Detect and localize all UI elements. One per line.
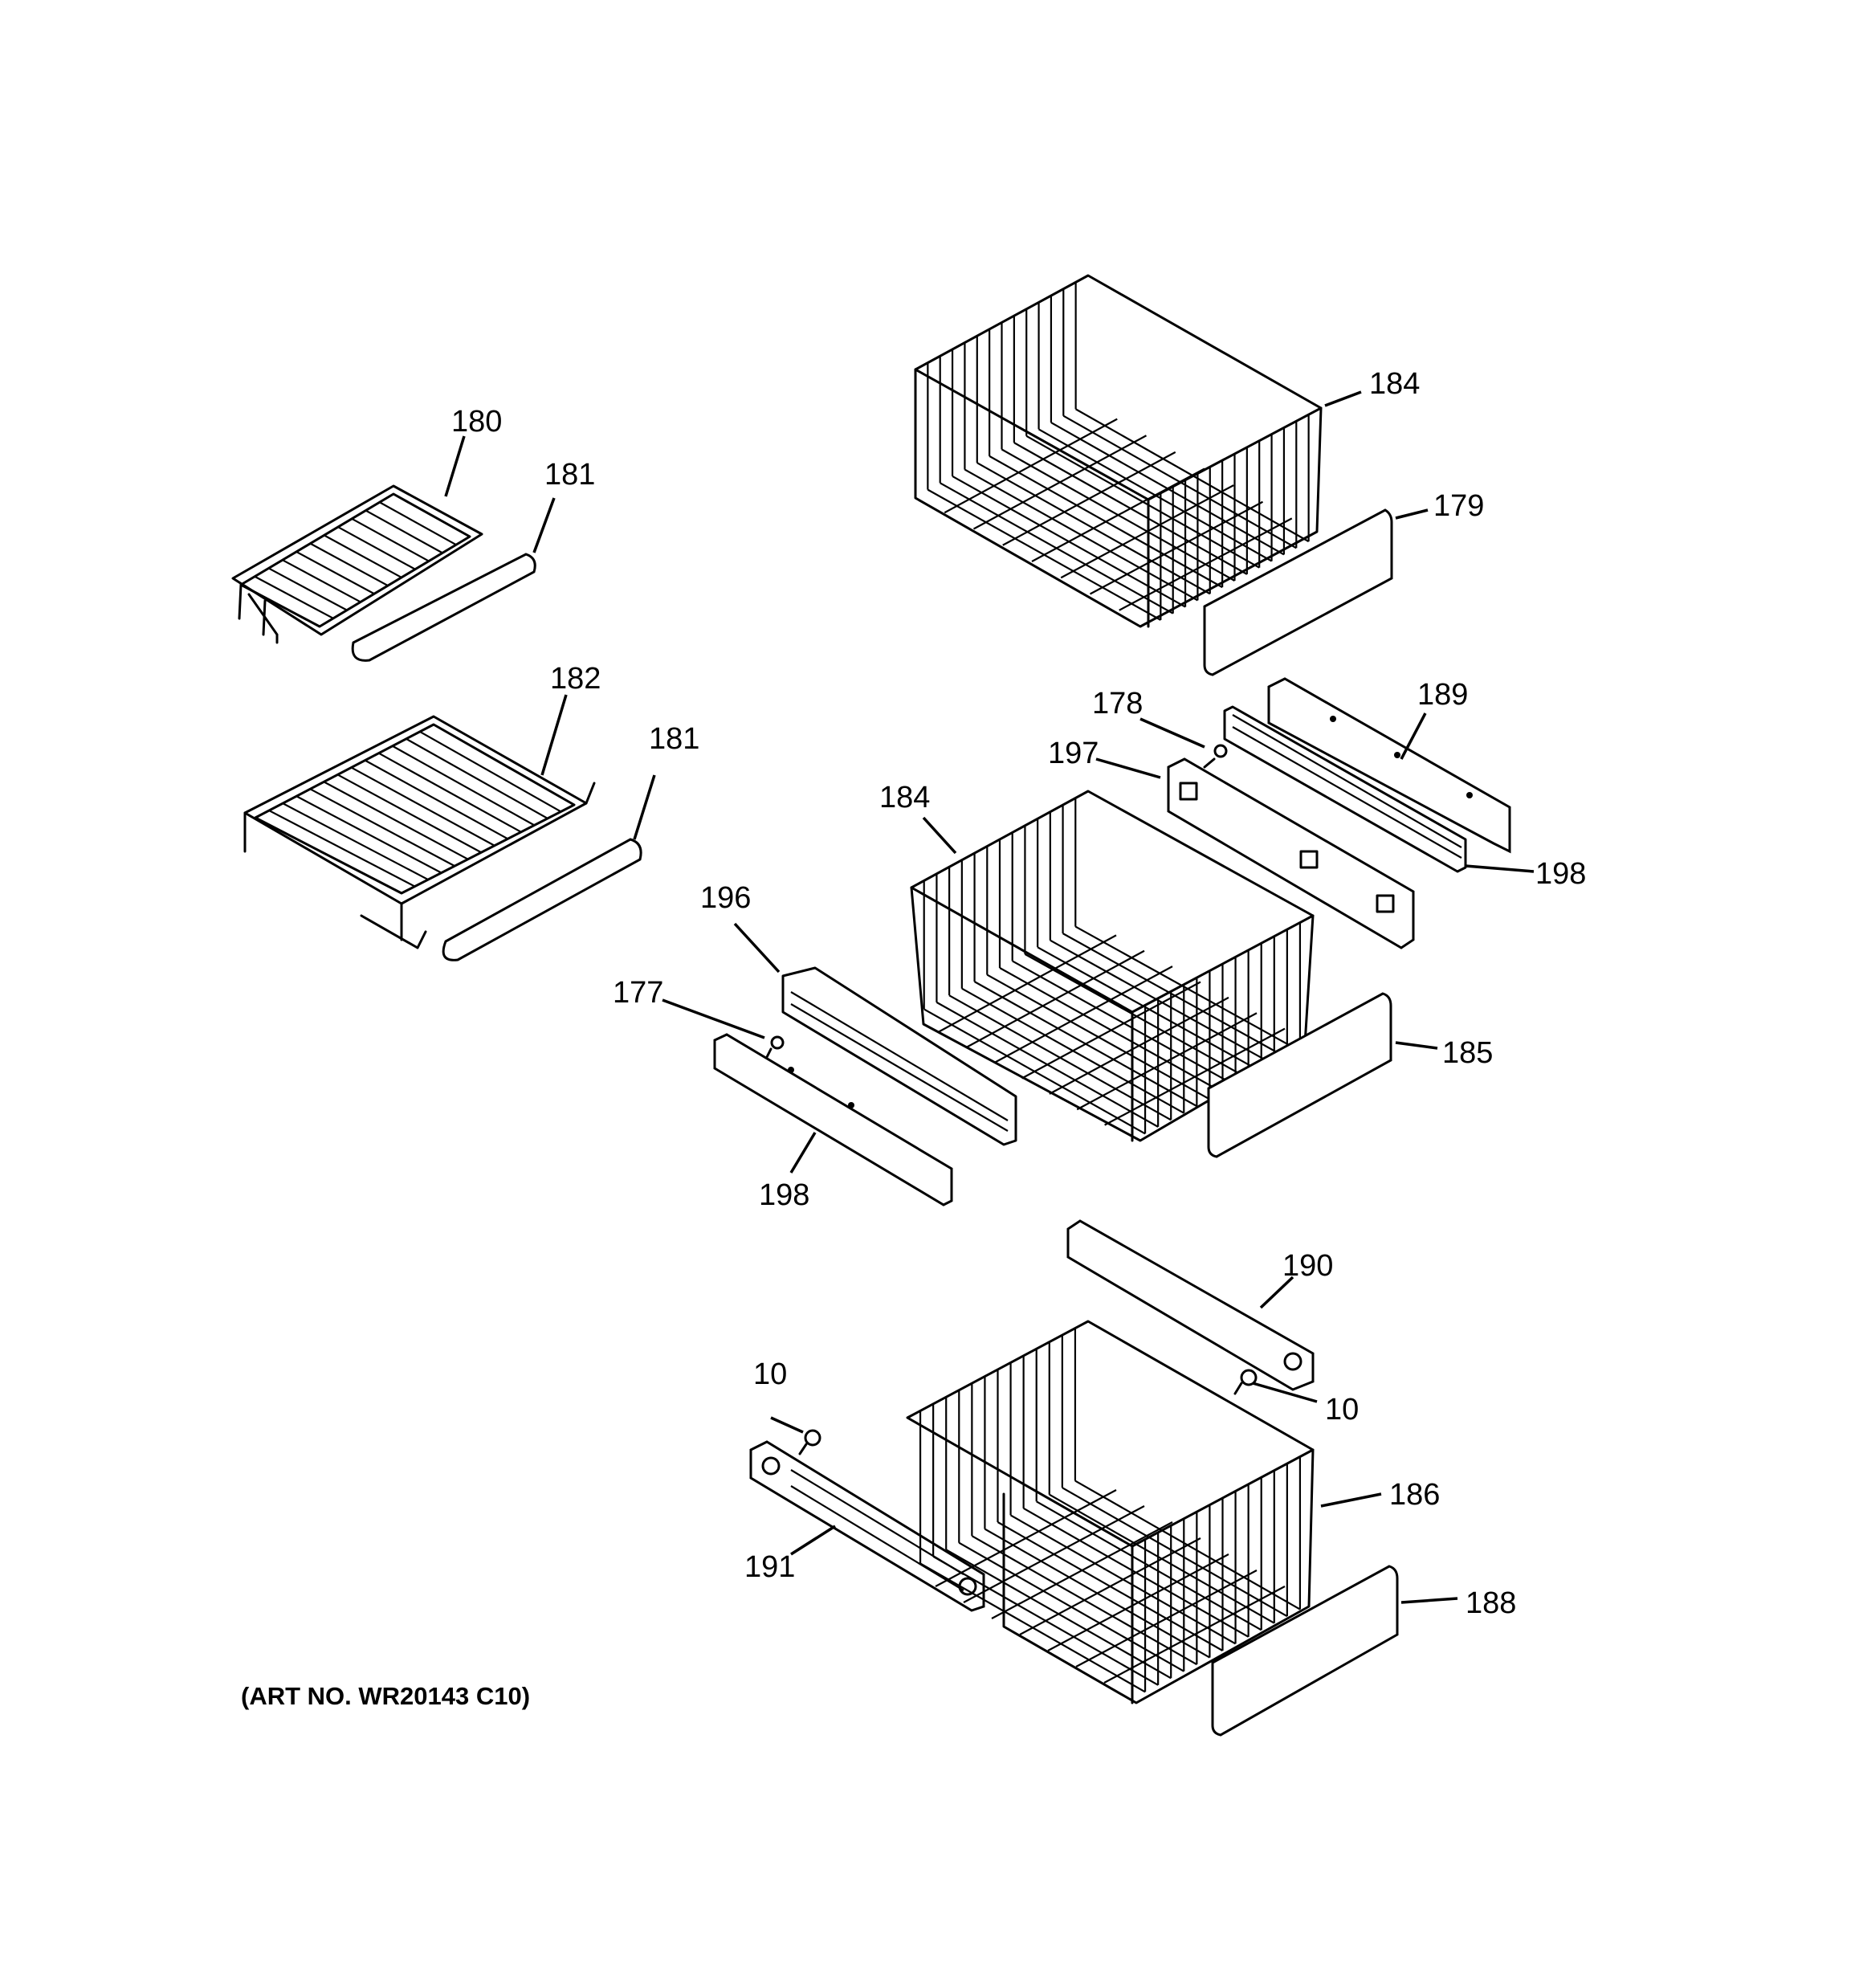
part-188-basket-front [1211, 1565, 1399, 1737]
part-184-wire-basket-middle [910, 790, 1315, 1142]
callout-185: 185 [1442, 1036, 1493, 1070]
part-185-basket-front [1207, 992, 1392, 1158]
callout-177: 177 [613, 976, 663, 1010]
callout-191: 191 [744, 1550, 795, 1584]
part-190-rail [1066, 1219, 1315, 1391]
part-182-large-wire-shelf [243, 715, 596, 949]
part-186-wire-basket-bottom [906, 1320, 1315, 1704]
part-181-shelf-trim-lower [442, 838, 642, 961]
callout-198-left: 198 [759, 1178, 809, 1212]
callout-189: 189 [1417, 678, 1468, 712]
callout-labels: 180 181 182 181 184 179 178 189 197 184 … [451, 367, 1586, 1620]
part-10-screw-left [798, 1429, 821, 1455]
art-number: (ART NO. WR20143 C10) [241, 1682, 531, 1710]
callout-10-right: 10 [1325, 1393, 1359, 1427]
callout-186: 186 [1389, 1478, 1440, 1512]
part-196-slide-rail-left [781, 966, 1017, 1146]
callout-178: 178 [1092, 687, 1143, 720]
part-191-bracket [749, 1440, 985, 1612]
callout-10-left: 10 [753, 1357, 787, 1391]
callout-184-middle: 184 [879, 781, 930, 814]
part-179-basket-front [1203, 508, 1393, 676]
part-198-slide-rail-left [713, 1033, 953, 1206]
callout-184-top: 184 [1369, 367, 1420, 401]
callout-188: 188 [1466, 1586, 1516, 1620]
callout-181-top: 181 [544, 458, 595, 492]
part-181-shelf-trim-top [351, 553, 536, 662]
part-177-screw [765, 1035, 785, 1059]
part-198-slide-rail-right [1223, 705, 1467, 873]
part-184-wire-basket-top [914, 274, 1323, 628]
callout-179: 179 [1433, 489, 1484, 523]
callout-181-lower: 181 [649, 722, 699, 756]
callout-180: 180 [451, 405, 502, 439]
part-189-rail-cover [1267, 677, 1511, 854]
callout-182: 182 [550, 662, 601, 696]
part-178-screw [1203, 744, 1228, 769]
part-180-small-wire-shelf [231, 484, 483, 644]
callout-196: 196 [700, 881, 751, 915]
part-197-bracket [1167, 757, 1415, 949]
part-10-screw-right [1233, 1369, 1258, 1395]
leader-lines [444, 390, 1535, 1604]
callout-190: 190 [1282, 1249, 1333, 1283]
callout-197: 197 [1048, 737, 1099, 770]
callout-198-right: 198 [1535, 857, 1586, 891]
